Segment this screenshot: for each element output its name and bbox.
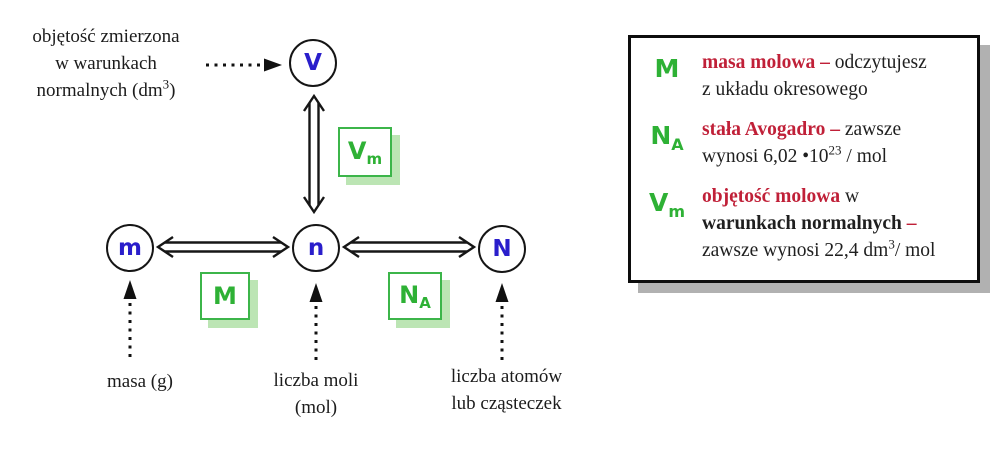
- superscript: 3: [162, 76, 170, 92]
- double-arrow-V-n: [303, 93, 325, 215]
- dotted-arrow-volume: [206, 58, 282, 72]
- legend-symbol-NA: NA: [650, 121, 684, 154]
- node-m: m: [106, 224, 154, 272]
- legend-item-molar-volume: Vm objętość molowa w warunkach normalnyc…: [645, 183, 965, 264]
- arrowhead-up: [309, 283, 323, 302]
- arrowhead-right: [458, 236, 477, 258]
- node-m-letter: m: [118, 235, 142, 261]
- dotted-arrow-atoms: [495, 283, 509, 360]
- arrowhead-up: [303, 93, 325, 112]
- legend-panel: M masa molowa – odczytujesz z układu okr…: [628, 35, 980, 283]
- arrowhead-left: [155, 236, 174, 258]
- dotted-arrow-moles: [309, 283, 323, 364]
- superscript: 23: [828, 142, 842, 158]
- factor-box-Vm: Vm: [338, 127, 392, 177]
- factor-box-M: M: [200, 272, 250, 320]
- factor-Vm-label: Vm: [347, 136, 383, 168]
- double-arrow-m-n: [155, 236, 291, 258]
- arrowhead-up: [495, 283, 509, 302]
- subscript: A: [419, 293, 431, 312]
- moles-label: liczba moli (mol): [273, 370, 359, 418]
- mass-label: masa (g): [107, 371, 173, 392]
- node-N-letter: N: [492, 236, 512, 262]
- factor-NA-label: NA: [399, 280, 431, 312]
- volume-label-line2: w warunkach: [55, 53, 157, 74]
- legend-term: objętość molowa: [702, 186, 841, 207]
- legend-text-molar-mass: masa molowa – odczytujesz z układu okres…: [702, 52, 927, 100]
- atoms-label: liczba atomów lub cząsteczek: [450, 366, 563, 414]
- legend-symbol-Vm: Vm: [648, 188, 686, 221]
- factor-M-label: M: [213, 282, 237, 310]
- arrowhead-right: [264, 58, 282, 72]
- node-V: V: [289, 39, 337, 87]
- double-arrow-n-N: [341, 236, 477, 258]
- volume-label-line1: objętość zmierzona: [32, 26, 180, 47]
- arrowhead-up: [123, 280, 137, 299]
- arrowhead-right: [272, 236, 291, 258]
- legend-text-avogadro: stała Avogadro – zawsze wynosi 6,02 •102…: [702, 119, 902, 167]
- node-n-letter: n: [307, 235, 325, 261]
- legend-term: stała Avogadro –: [702, 119, 840, 140]
- arrowhead-left: [341, 236, 360, 258]
- subscript: A: [671, 135, 684, 154]
- legend-text-molar-volume: objętość molowa w warunkach normalnych –…: [702, 186, 936, 261]
- legend-item-avogadro: NA stała Avogadro – zawsze wynosi 6,02 •…: [645, 116, 965, 170]
- subscript: m: [366, 149, 383, 168]
- node-V-letter: V: [304, 50, 322, 76]
- subscript: m: [668, 202, 686, 221]
- volume-label-line3: normalnych (dm3): [36, 76, 176, 101]
- legend-item-molar-mass: M masa molowa – odczytujesz z układu okr…: [645, 49, 965, 103]
- legend-term: masa molowa –: [702, 52, 830, 73]
- volume-measured-label: objętość zmierzona w warunkach normalnyc…: [8, 23, 204, 104]
- legend-symbol-M: M: [654, 54, 680, 83]
- factor-box-NA: NA: [388, 272, 442, 320]
- node-n: n: [292, 224, 340, 272]
- dotted-arrow-mass: [123, 280, 137, 360]
- node-N: N: [478, 225, 526, 273]
- superscript: 3: [888, 236, 895, 252]
- arrowhead-down: [303, 196, 325, 215]
